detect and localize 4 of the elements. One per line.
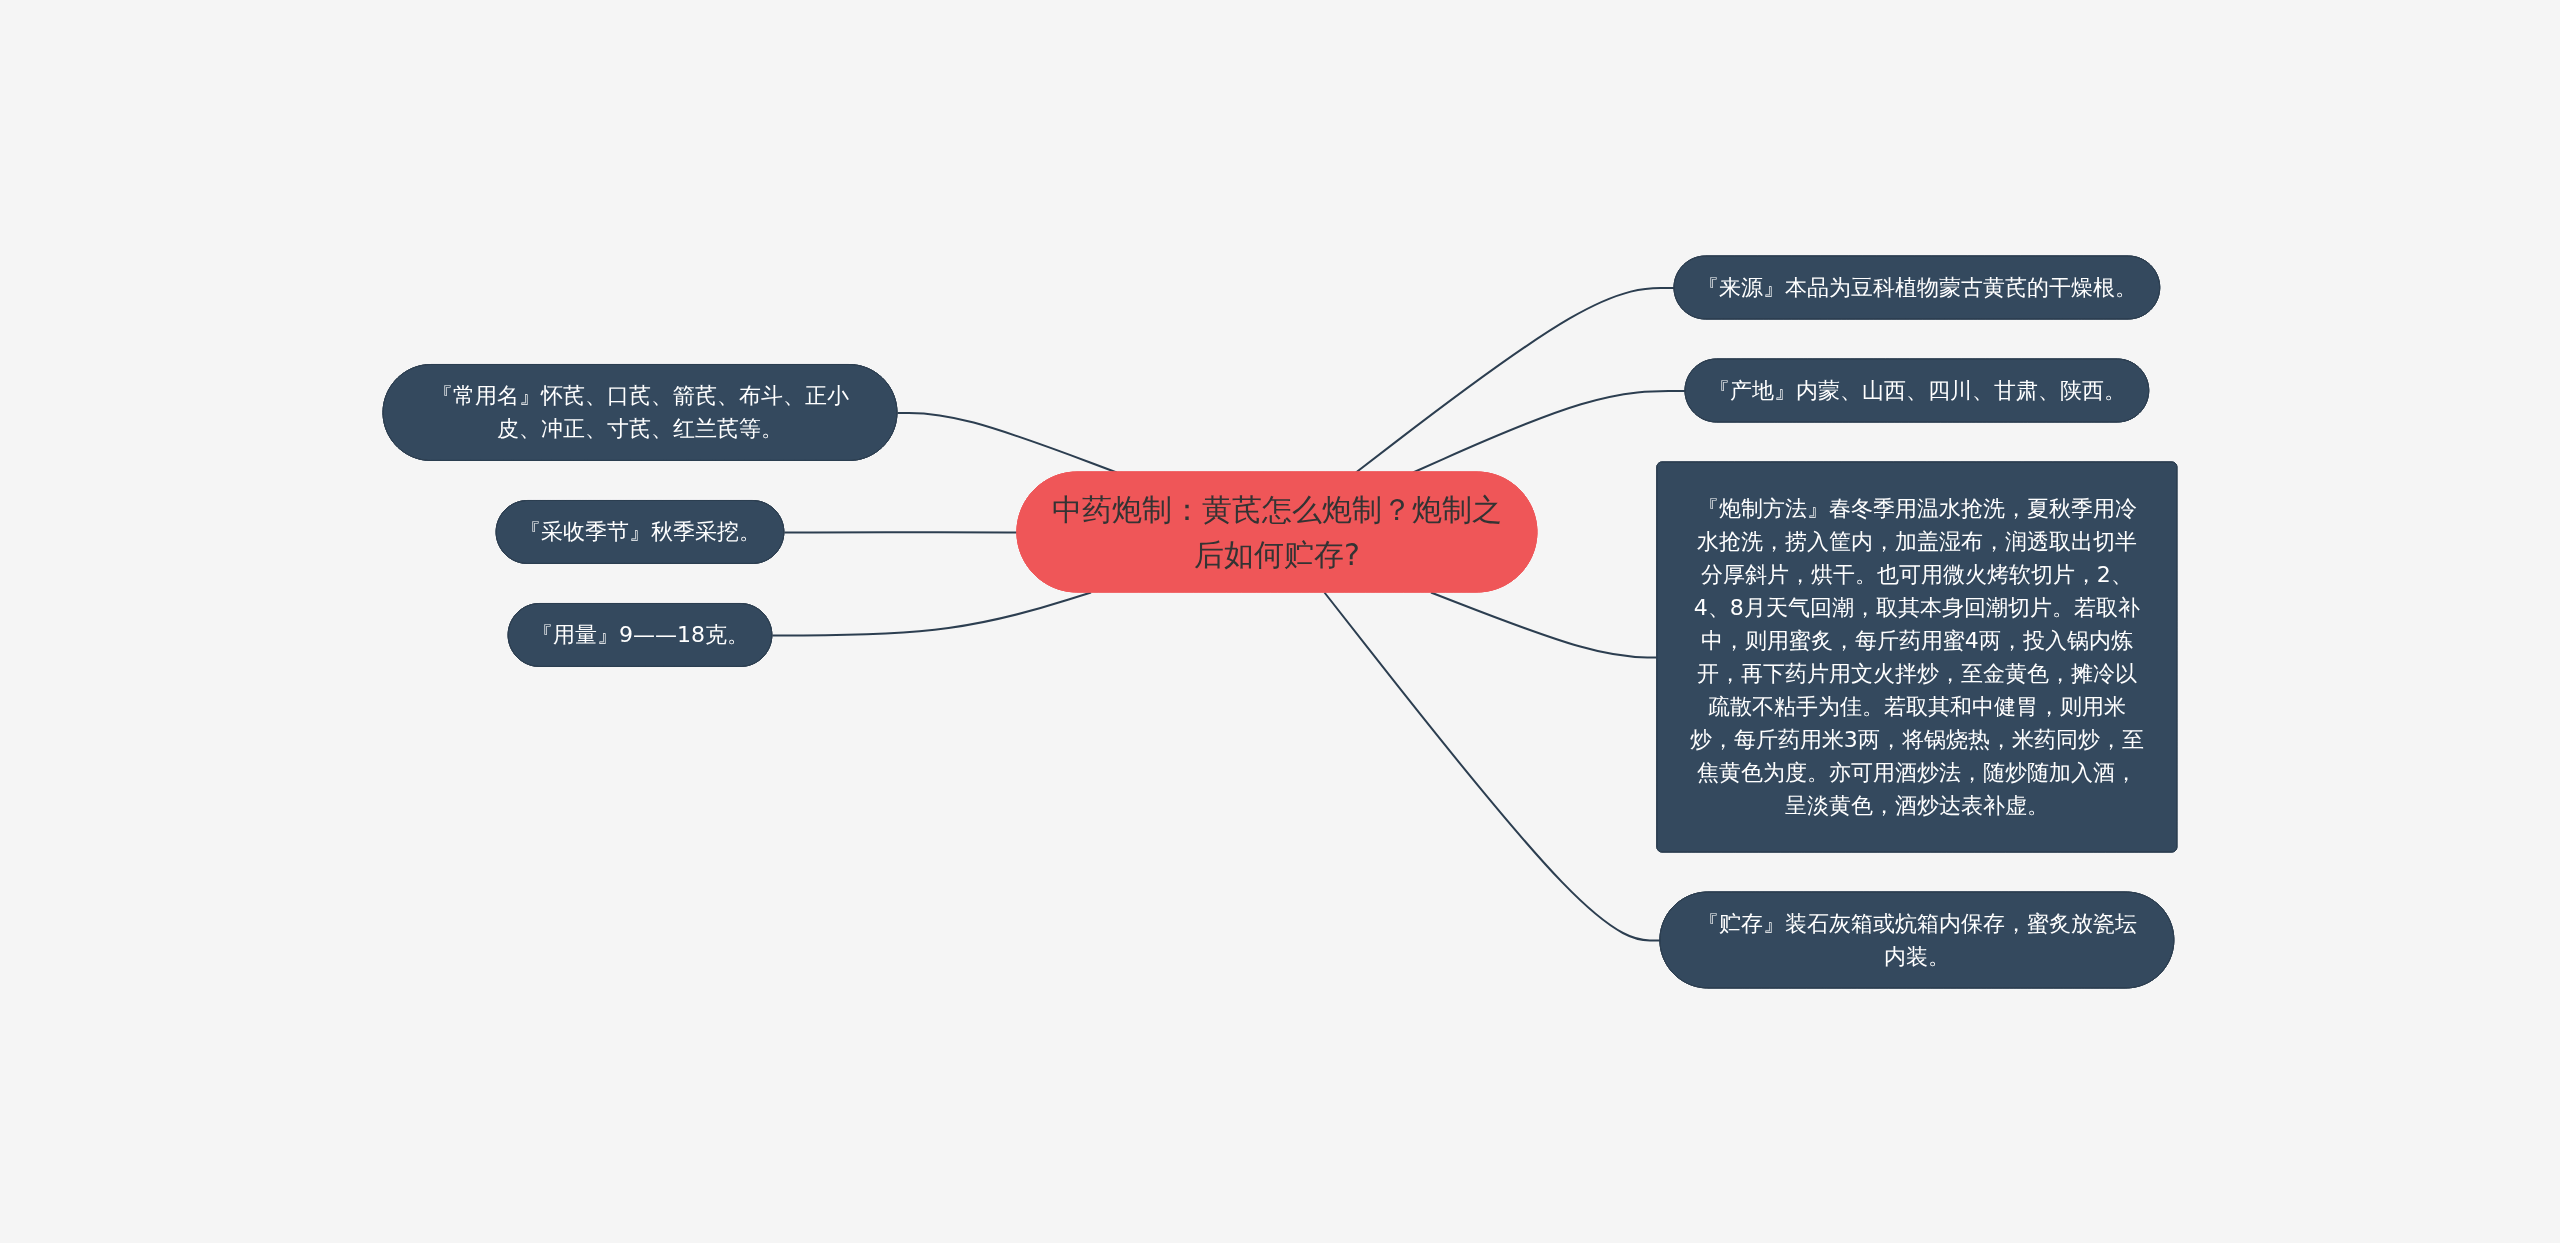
connector	[1323, 591, 1662, 941]
connector	[783, 530, 1019, 533]
connector	[771, 591, 1093, 636]
connector	[1355, 286, 1676, 473]
